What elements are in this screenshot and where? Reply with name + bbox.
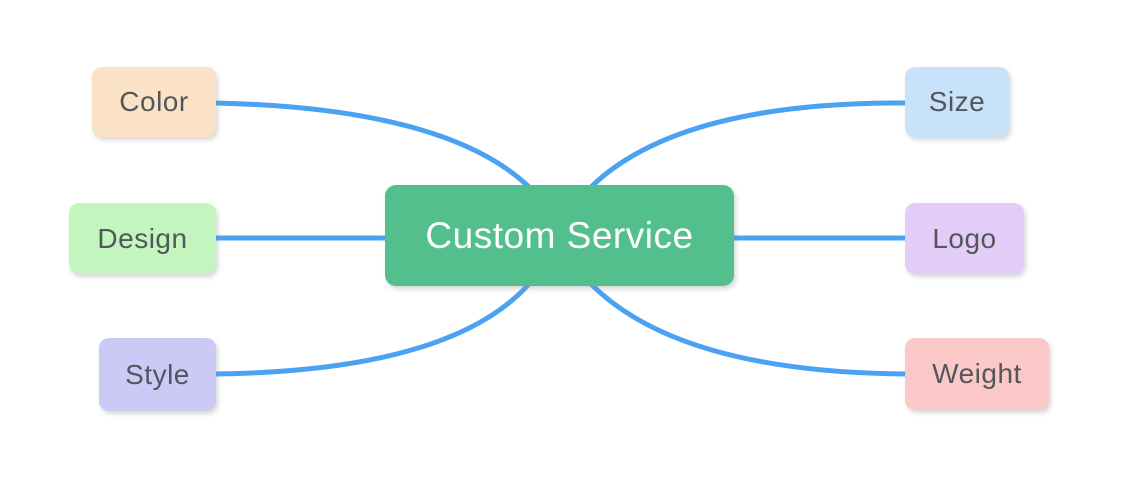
- center-node-label: Custom Service: [425, 214, 694, 256]
- branch-node-style[interactable]: Style: [99, 338, 216, 411]
- branch-node-label: Weight: [932, 358, 1022, 389]
- branch-node-design[interactable]: Design: [69, 203, 216, 274]
- center-node-custom-service[interactable]: Custom Service: [385, 185, 734, 286]
- branch-node-logo[interactable]: Logo: [905, 203, 1024, 274]
- branch-node-weight[interactable]: Weight: [905, 338, 1049, 410]
- connector-center-to-weight: [589, 282, 908, 377]
- branch-node-label: Size: [928, 86, 986, 117]
- connector-center-to-size: [589, 100, 908, 189]
- connector-color-to-center: [212, 100, 531, 189]
- branch-node-label: Design: [97, 222, 188, 254]
- branch-node-label: Style: [125, 358, 190, 390]
- branch-node-size[interactable]: Size: [905, 67, 1009, 137]
- branch-node-label: Color: [119, 86, 189, 117]
- branch-node-label: Logo: [932, 222, 997, 254]
- connector-style-to-center: [212, 282, 531, 377]
- branch-node-color[interactable]: Color: [92, 67, 216, 137]
